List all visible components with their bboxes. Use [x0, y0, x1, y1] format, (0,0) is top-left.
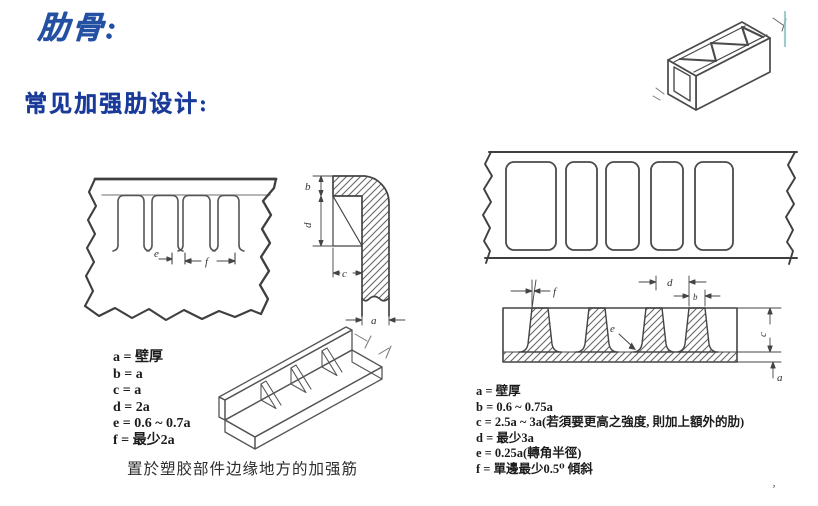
slide-title: 肋骨:: [36, 10, 121, 45]
scan-artifact-mark: ʼ: [772, 482, 776, 496]
gussets: [260, 347, 343, 410]
right-rib-diagram: f d b e: [482, 151, 798, 384]
legend-line: e = 0.25a(轉角半徑): [476, 446, 582, 461]
left-rib-diagram: e f b d: [83, 175, 406, 327]
right-section-view: f d b e: [502, 275, 783, 384]
wall-top-outer: [218, 326, 353, 401]
legend-line: b = a: [113, 366, 143, 382]
left-figure-caption: 置於塑胶部件边缘地方的加强筋: [127, 461, 359, 478]
right-plan-view: [482, 151, 798, 265]
left-section-view: b d c a: [302, 175, 406, 327]
dim-label-a: a: [371, 315, 377, 327]
floor-right-end: [351, 349, 383, 380]
legend-line: d = 最少3a: [476, 430, 534, 445]
right-legend: a = 壁厚 b = 0.6 ~ 0.75a c = 2.5a ~ 3a(若須要…: [476, 384, 744, 478]
dim-ticks: [354, 333, 392, 359]
legend-line: a = 壁厚: [476, 384, 521, 398]
legend-line: a = 壁厚: [113, 350, 163, 365]
legend-line: c = 2.5a ~ 3a(若須要更高之強度, 則加上額外的肋): [476, 415, 745, 430]
dim-label-d: d: [667, 277, 673, 289]
legend-line: f = 最少2a: [113, 432, 175, 448]
box-rim-front: [693, 34, 768, 73]
legend-line: c = a: [113, 383, 142, 399]
dim-label-b: b: [305, 181, 311, 193]
box-front-face: [695, 37, 771, 111]
dim-label-c: c: [342, 268, 347, 280]
legend-line: e = 0.6 ~ 0.7a: [113, 416, 191, 432]
dim-label-e: e: [610, 323, 615, 335]
legend-line: b = 0.6 ~ 0.75a: [476, 399, 553, 414]
dim-label-b: b: [693, 292, 698, 302]
box-rim-back: [673, 25, 746, 63]
slide-subtitle: 常见加强肋设计:: [24, 91, 209, 116]
dim-label-d: d: [302, 222, 314, 228]
left-legend: a = 壁厚 b = a c = a d = 2a e = 0.6 ~ 0.7a…: [113, 350, 190, 450]
dim-label-c: c: [757, 332, 769, 337]
dim-label-f: f: [553, 286, 558, 298]
floor-left-end: [224, 419, 256, 450]
left-plan-view: e f: [83, 177, 278, 322]
box-end-cap-outer: [667, 59, 697, 111]
dim-label-a: a: [777, 372, 783, 384]
dim-label-e: e: [154, 248, 159, 260]
ribbed-box-3d-figure: [652, 10, 787, 111]
floor-top-face: [224, 349, 383, 438]
legend-line: d = 2a: [113, 399, 150, 415]
dim-label-f: f: [205, 256, 210, 268]
diagonal-ribs: [678, 25, 765, 63]
wall-left-end: [218, 396, 226, 421]
box-end-cap-inner: [673, 66, 691, 102]
edge-channel-3d-figure: [218, 326, 392, 450]
legend-line: f = 單邊最少0.5⁰ 傾斜: [476, 461, 593, 476]
tick-marks: [652, 87, 665, 101]
